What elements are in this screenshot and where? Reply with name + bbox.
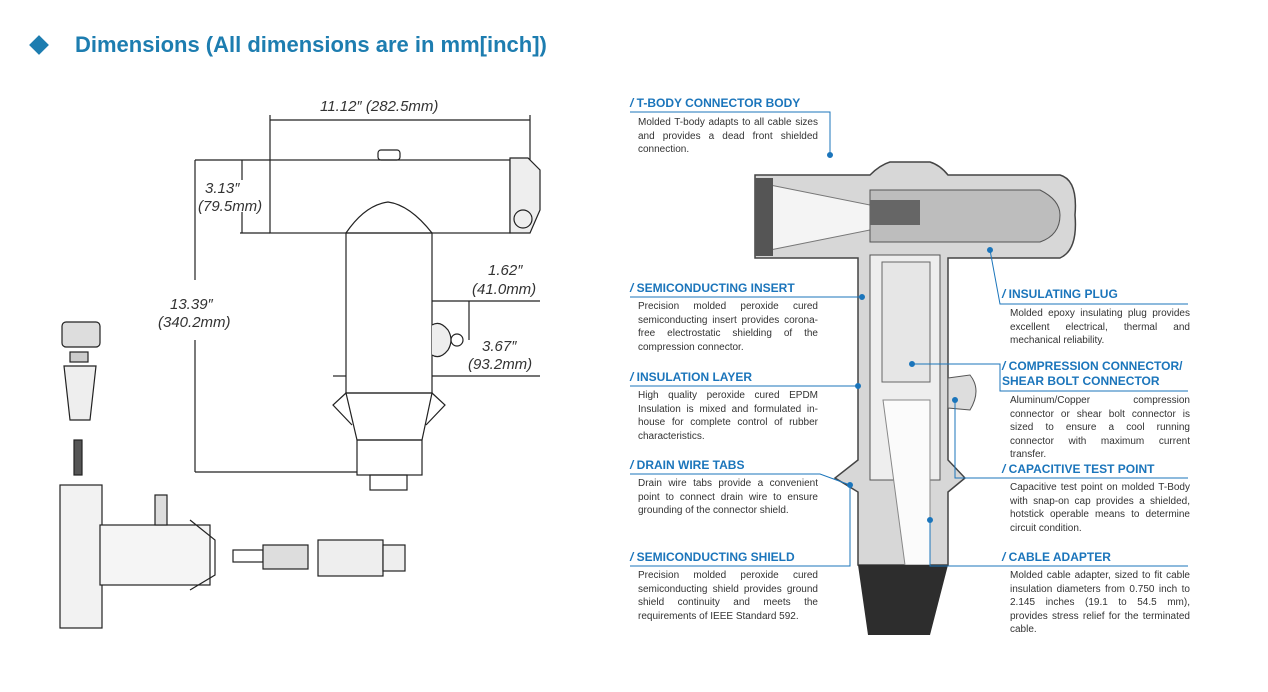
total-height-inch: 13.39″ bbox=[170, 296, 213, 313]
callout-text-semiconducting-insert: Precision molded peroxide cured semicond… bbox=[638, 301, 818, 353]
page-title: Dimensions (All dimensions are in mm[inc… bbox=[75, 32, 547, 57]
head-height-mm: (79.5mm) bbox=[198, 198, 263, 215]
callout-text-t-body: Molded T-body adapts to all cable sizes … bbox=[638, 117, 818, 155]
body-dia-mm: (93.2mm) bbox=[468, 356, 533, 373]
callout-text-insulating-plug: Molded epoxy insulating plug provides ex… bbox=[1010, 308, 1190, 346]
callout-text-drain-wire-tabs: Drain wire tabs provide a convenient poi… bbox=[638, 478, 818, 516]
callout-title-semiconducting-insert: SEMICONDUCTING INSERT bbox=[630, 281, 795, 295]
callout-text-cable-adapter: Molded cable adapter, sized to fit cable… bbox=[1010, 570, 1190, 635]
head-height-inch: 3.13″ bbox=[205, 180, 240, 197]
callout-title-insulating-plug: INSULATING PLUG bbox=[1002, 287, 1118, 301]
body-dia-inch: 3.67″ bbox=[482, 338, 517, 355]
callout-title-drain-wire-tabs: DRAIN WIRE TABS bbox=[630, 458, 745, 472]
test-point-inch: 1.62″ bbox=[488, 262, 523, 279]
test-point-mm: (41.0mm) bbox=[472, 281, 537, 298]
callout-text-insulation-layer: High quality peroxide cured EPDM Insulat… bbox=[638, 390, 818, 442]
callout-text-semiconducting-shield: Precision molded peroxide cured semicond… bbox=[638, 570, 818, 622]
width-dimension: 11.12″ (282.5mm) bbox=[320, 98, 439, 115]
callout-title-capacitive-test-point: CAPACITIVE TEST POINT bbox=[1002, 462, 1155, 476]
callout-title-insulation-layer: INSULATION LAYER bbox=[630, 370, 752, 384]
callout-title-compression-connector: COMPRESSION CONNECTOR/ SHEAR BOLT CONNEC… bbox=[1002, 359, 1187, 389]
total-height-mm: (340.2mm) bbox=[158, 314, 231, 331]
callout-text-compression-connector: Aluminum/Copper compression connector or… bbox=[1010, 395, 1190, 460]
callout-title-cable-adapter: CABLE ADAPTER bbox=[1002, 550, 1111, 564]
callout-text-capacitive-test-point: Capacitive test point on molded T-Body w… bbox=[1010, 482, 1190, 534]
callout-title-t-body: T-BODY CONNECTOR BODY bbox=[630, 96, 801, 110]
callout-title-semiconducting-shield: SEMICONDUCTING SHIELD bbox=[630, 550, 795, 564]
